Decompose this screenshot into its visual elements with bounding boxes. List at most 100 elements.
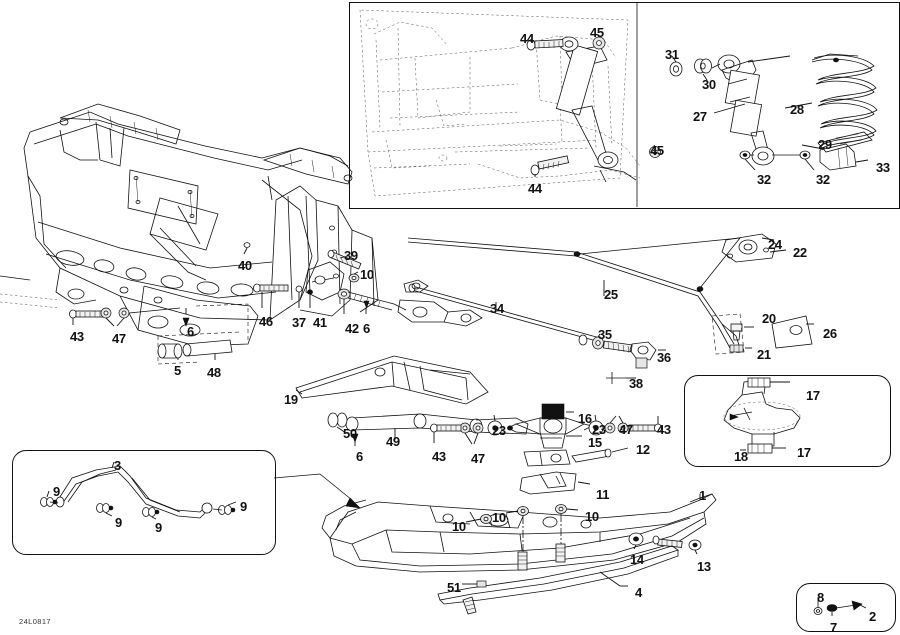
callout-number-17: 17 xyxy=(797,445,811,460)
part-45-nut-upper xyxy=(592,33,606,50)
inset-ski-saddle xyxy=(684,375,891,467)
callout-number-1: 1 xyxy=(699,488,706,503)
callout-number-10: 10 xyxy=(452,519,466,534)
callout-number-45: 45 xyxy=(650,143,664,158)
part-32-washer-right xyxy=(772,150,815,171)
callout-number-9: 9 xyxy=(240,499,247,514)
callout-number-26: 26 xyxy=(823,326,837,341)
front-frame-bulkhead xyxy=(0,103,379,347)
callout-number-6: 6 xyxy=(363,321,370,336)
callout-number-14: 14 xyxy=(630,552,644,567)
callout-number-11: 11 xyxy=(596,487,610,502)
callout-number-49: 49 xyxy=(386,434,400,449)
part-9-bushing-clamps xyxy=(40,490,237,520)
part-40-bracket xyxy=(243,242,251,255)
callout-number-23: 23 xyxy=(492,423,506,438)
callout-number-37: 37 xyxy=(292,315,306,330)
bellcrank-cluster xyxy=(305,249,483,327)
callout-number-15: 15 xyxy=(588,435,602,450)
callout-number-42: 42 xyxy=(345,321,359,336)
callout-number-41: 41 xyxy=(313,315,327,330)
part-5-bushing xyxy=(157,343,183,360)
callout-number-6: 6 xyxy=(187,324,194,339)
callout-number-28: 28 xyxy=(790,102,804,117)
part-46-bolt xyxy=(253,283,289,308)
callout-number-47: 47 xyxy=(471,451,485,466)
part-31-o-ring xyxy=(669,55,683,77)
callout-number-27: 27 xyxy=(693,109,707,124)
part-3-sway-bar xyxy=(55,461,213,519)
callout-number-43: 43 xyxy=(432,449,446,464)
callout-number-10: 10 xyxy=(360,267,374,282)
part-48-sleeve xyxy=(157,303,249,365)
part-44-lower-bolt xyxy=(530,155,570,177)
callout-number-24: 24 xyxy=(768,237,782,252)
part-18-ski-saddle xyxy=(723,377,801,454)
inset-frame-shock-mount xyxy=(349,2,900,209)
callout-number-4: 4 xyxy=(635,585,642,600)
part-29-spring-seat xyxy=(801,131,873,153)
callout-number-51: 51 xyxy=(447,580,461,595)
part-24-flange xyxy=(721,233,787,263)
part-13-washer xyxy=(688,539,702,555)
part-34-drag-link xyxy=(403,279,601,343)
callout-number-3: 3 xyxy=(114,458,121,473)
callout-number-44: 44 xyxy=(520,31,534,46)
callout-number-30: 30 xyxy=(702,77,716,92)
part-14-loop-bolt xyxy=(628,532,683,550)
callout-number-35: 35 xyxy=(598,327,612,342)
diagram-reference-code: 24L0817 xyxy=(19,617,51,626)
inset-small-hardware xyxy=(796,583,896,632)
part-35-jam-nut xyxy=(578,333,604,350)
callout-number-43: 43 xyxy=(657,422,671,437)
callout-number-25: 25 xyxy=(604,287,618,302)
callout-number-12: 12 xyxy=(636,442,650,457)
callout-number-29: 29 xyxy=(818,137,832,152)
part-32-washer-left xyxy=(739,150,756,171)
callout-number-16: 16 xyxy=(578,411,592,426)
callout-number-13: 13 xyxy=(697,559,711,574)
callout-number-22: 22 xyxy=(793,245,807,260)
part-21-nut xyxy=(711,313,752,355)
callout-number-47: 47 xyxy=(619,422,633,437)
part-45-nut-lower xyxy=(649,144,661,158)
callout-number-20: 20 xyxy=(762,311,776,326)
part-25-steering-column xyxy=(407,237,741,349)
callout-number-48: 48 xyxy=(207,365,221,380)
part-44-upper-bolt xyxy=(526,39,564,51)
callout-number-17: 17 xyxy=(806,388,820,403)
part-51-screw xyxy=(462,580,487,615)
callout-number-50: 50 xyxy=(343,426,357,441)
callout-number-39: 39 xyxy=(344,248,358,263)
part-6-grease-fitting-left xyxy=(182,308,190,327)
callout-number-32: 32 xyxy=(757,172,771,187)
callout-number-9: 9 xyxy=(115,515,122,530)
callout-number-21: 21 xyxy=(757,347,771,362)
part-28-coil-spring xyxy=(784,53,878,150)
callout-number-47: 47 xyxy=(112,331,126,346)
part-27-shock-absorber xyxy=(713,54,791,166)
callout-number-33: 33 xyxy=(876,160,890,175)
callout-number-9: 9 xyxy=(53,484,60,499)
callout-number-5: 5 xyxy=(174,363,181,378)
callout-number-46: 46 xyxy=(259,314,273,329)
callout-number-19: 19 xyxy=(284,392,298,407)
callout-number-8: 8 xyxy=(817,590,824,605)
ghost-frame-assembly xyxy=(359,9,641,197)
callout-number-32: 32 xyxy=(816,172,830,187)
callout-number-31: 31 xyxy=(665,47,679,62)
callout-number-9: 9 xyxy=(155,520,162,535)
small-hardware-parts xyxy=(813,597,867,616)
part-20-bolt xyxy=(730,323,754,341)
part-37-pivot-bolt xyxy=(295,285,303,308)
spindle-cluster xyxy=(430,403,662,495)
part-33-cam-adjuster xyxy=(819,143,869,171)
callout-number-34: 34 xyxy=(490,301,504,316)
part-30-bushing xyxy=(694,58,721,81)
callout-number-43: 43 xyxy=(70,329,84,344)
hardware-47-washers-left xyxy=(100,307,181,327)
callout-number-23: 23 xyxy=(592,422,606,437)
callout-number-7: 7 xyxy=(830,620,837,635)
callout-number-44: 44 xyxy=(528,181,542,196)
callout-number-38: 38 xyxy=(629,376,643,391)
